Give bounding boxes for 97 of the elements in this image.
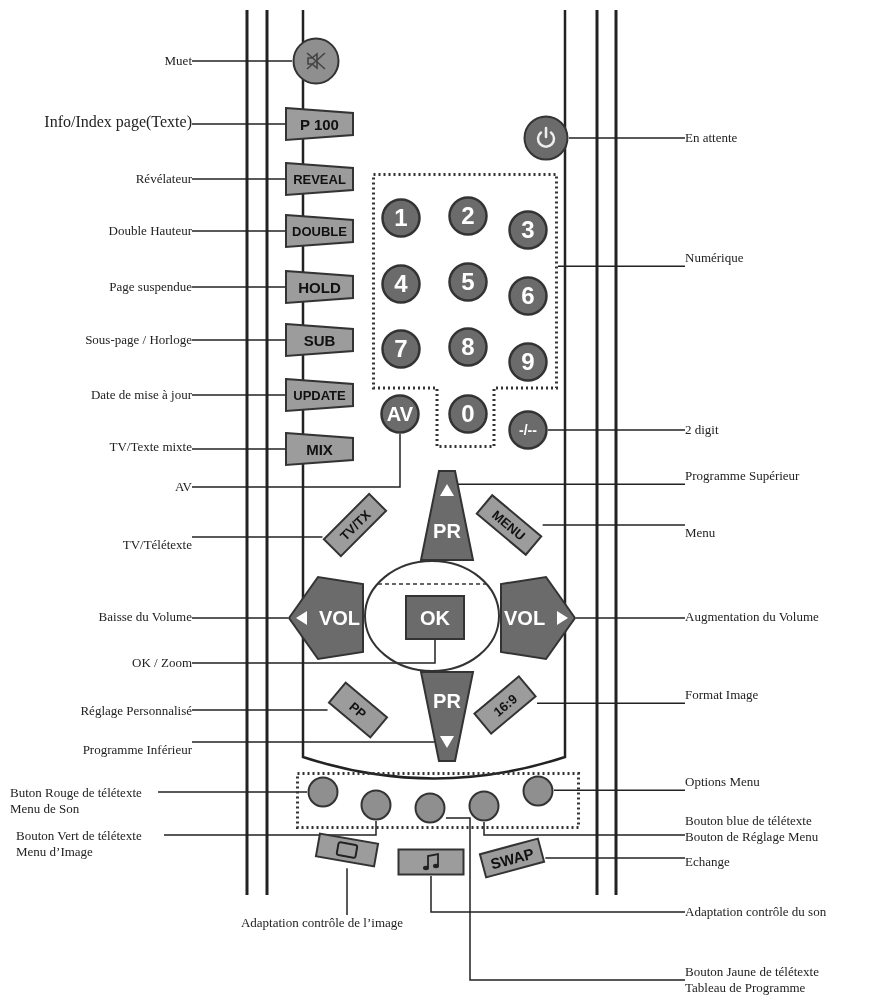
leader-line xyxy=(191,60,293,62)
callout-label: En attente xyxy=(685,129,738,147)
callout-label: Révélateur xyxy=(135,170,192,188)
teletext-button: P 100 xyxy=(285,107,354,141)
leader-line xyxy=(191,394,286,396)
callout-label: Muet xyxy=(164,52,192,70)
callout-label: TV/Texte mixte xyxy=(109,438,192,456)
callout-label: Page suspendue xyxy=(109,278,192,296)
round-button xyxy=(414,792,446,824)
leader-line xyxy=(575,617,686,619)
callout-label: Date de mise à jour xyxy=(90,386,192,404)
number-button: 6 xyxy=(508,276,548,316)
callout-label: Format Image xyxy=(685,686,759,704)
callout-label: Réglage Personnalisé xyxy=(80,702,192,720)
channel-down-button: PR xyxy=(420,672,474,762)
number-button: 2 xyxy=(448,196,488,236)
callout-label: Bouton Vert de télétexte Menu d’Image xyxy=(16,827,164,861)
number-button: 7 xyxy=(381,329,421,369)
leader-line xyxy=(191,178,286,180)
callout-label: OK / Zoom xyxy=(132,654,192,672)
leader-line xyxy=(547,429,686,431)
number-button: 3 xyxy=(508,210,548,250)
leader-line xyxy=(191,709,329,711)
number-button: 1 xyxy=(381,198,421,238)
remote-button: 16:9 xyxy=(473,675,537,735)
picture-button xyxy=(314,831,380,869)
callout-label: TV/Télétexte xyxy=(122,536,192,554)
callout-label: Bouton Jaune de télétexte Tableau de Programme xyxy=(685,963,843,997)
callout-label: Programme Supérieur xyxy=(685,467,800,485)
callout-label: Options Menu xyxy=(685,773,760,791)
leader-line xyxy=(191,286,286,288)
leader-line xyxy=(568,137,686,139)
number-button: 0 xyxy=(448,394,488,434)
number-button: 5 xyxy=(448,262,488,302)
sound-button xyxy=(397,848,465,876)
leader-line xyxy=(483,821,686,836)
remote-button: PP xyxy=(327,681,389,739)
callout-label: Baisse du Volume xyxy=(98,608,192,626)
leader-line xyxy=(536,702,686,704)
teletext-button: UPDATE xyxy=(285,378,354,412)
callout-label: Adaptation contrôle de l’image xyxy=(240,914,404,932)
ok-button: OK xyxy=(405,595,465,640)
teletext-button: MIX xyxy=(285,432,354,466)
button-group-outline xyxy=(296,772,580,829)
callout-label: Bouton blue de télétexte Bouton de Réglage Menu xyxy=(685,812,837,846)
callout-label: Info/Index page(Texte) xyxy=(44,112,192,132)
leader-line xyxy=(191,639,436,664)
callout-label: Programme Inférieur xyxy=(82,741,192,759)
callout-label: Buton Rouge de télétexte Menu de Son xyxy=(10,784,158,818)
callout-label: Sous-page / Horloge xyxy=(85,331,192,349)
leader-line xyxy=(191,617,289,619)
keypad-outline xyxy=(372,173,558,448)
leader-line xyxy=(346,867,348,916)
leader-line xyxy=(541,524,686,526)
leader-line xyxy=(191,123,286,125)
leader-line xyxy=(191,230,286,232)
volume-up-button: VOL xyxy=(500,576,576,660)
callout-label: Menu xyxy=(685,524,716,542)
leader-line xyxy=(553,789,686,791)
callout-label: 2 digit xyxy=(685,421,719,439)
volume-down-button: VOL xyxy=(288,576,364,660)
swap-button: SWAP xyxy=(478,837,546,879)
channel-up-button: PR xyxy=(420,470,474,560)
number-button: 8 xyxy=(448,327,488,367)
callout-label: AV xyxy=(174,478,192,496)
teletext-button: DOUBLE xyxy=(285,214,354,248)
callout-label: Echange xyxy=(685,853,730,871)
av-button: AV xyxy=(380,394,420,434)
leader-line xyxy=(557,265,686,267)
callout-label: Double Hauteur xyxy=(108,222,192,240)
leader-line xyxy=(457,483,686,485)
number-button: 9 xyxy=(508,342,548,382)
callout-label: Numérique xyxy=(685,249,744,267)
round-button xyxy=(307,776,339,808)
leader-line xyxy=(544,857,686,859)
leader-line xyxy=(430,875,686,913)
callout-label: Adaptation contrôle du son xyxy=(685,903,827,921)
round-button xyxy=(522,775,554,807)
round-button xyxy=(360,789,392,821)
teletext-button: REVEAL xyxy=(285,162,354,196)
navigation-ring xyxy=(364,560,500,672)
power-button xyxy=(523,115,569,161)
leader-line xyxy=(157,791,308,793)
leader-line xyxy=(445,817,686,981)
leader-line xyxy=(163,820,377,836)
round-button xyxy=(468,790,500,822)
callout-label: Augmentation du Volume xyxy=(685,608,819,626)
leader-line xyxy=(191,433,401,488)
teletext-button: SUB xyxy=(285,323,354,357)
leader-line xyxy=(191,536,324,538)
leader-line xyxy=(191,339,286,341)
number-button: 4 xyxy=(381,264,421,304)
leader-line xyxy=(191,448,286,450)
teletext-button: HOLD xyxy=(285,270,354,304)
mute-button xyxy=(292,37,340,85)
leader-line xyxy=(191,741,436,743)
digit-mode-button: -/-- xyxy=(508,410,548,450)
